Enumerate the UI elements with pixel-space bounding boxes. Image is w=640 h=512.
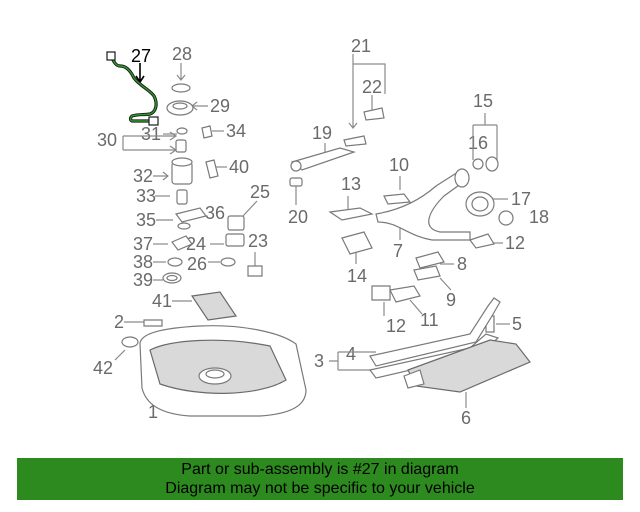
callout-15[interactable]: 15 <box>473 91 493 111</box>
callout-33[interactable]: 33 <box>136 186 156 206</box>
callout-29[interactable]: 29 <box>210 96 230 116</box>
banner-line-1: Part or sub-assembly is #27 in diagram <box>181 461 459 478</box>
callout-8[interactable]: 8 <box>457 254 467 274</box>
callout-35[interactable]: 35 <box>136 210 156 230</box>
callout-26[interactable]: 26 <box>187 254 207 274</box>
callout-13[interactable]: 13 <box>341 174 361 194</box>
callout-7[interactable]: 7 <box>393 241 403 261</box>
callout-38[interactable]: 38 <box>133 252 153 272</box>
part-frame-rails <box>368 297 531 393</box>
callout-14[interactable]: 14 <box>347 266 367 286</box>
part-fuel-tank <box>139 325 307 417</box>
callout-12-upper[interactable]: 12 <box>505 233 525 253</box>
callout-19[interactable]: 19 <box>312 123 332 143</box>
callout-41[interactable]: 41 <box>152 291 172 311</box>
callout-28[interactable]: 28 <box>172 44 192 64</box>
callout-21[interactable]: 21 <box>351 36 371 56</box>
callout-9[interactable]: 9 <box>446 290 456 310</box>
part-pump-assembly <box>121 83 263 348</box>
callout-17[interactable]: 17 <box>511 189 531 209</box>
callout-36[interactable]: 36 <box>205 203 225 223</box>
callout-labels: 27 28 29 30 31 34 32 40 33 25 35 36 37 2… <box>93 36 549 428</box>
callout-10[interactable]: 10 <box>389 155 409 175</box>
callout-4[interactable]: 4 <box>346 344 356 364</box>
callout-2[interactable]: 2 <box>114 312 124 332</box>
callout-18[interactable]: 18 <box>529 207 549 227</box>
part-filler-pipe <box>289 107 514 333</box>
callout-23[interactable]: 23 <box>248 231 268 251</box>
callout-6[interactable]: 6 <box>461 408 471 428</box>
callout-39[interactable]: 39 <box>133 270 153 290</box>
callout-25[interactable]: 25 <box>250 182 270 202</box>
callout-42[interactable]: 42 <box>93 358 113 378</box>
callout-40[interactable]: 40 <box>229 157 249 177</box>
callout-30[interactable]: 30 <box>97 130 117 150</box>
info-banner: Part or sub-assembly is #27 in diagram D… <box>17 458 623 500</box>
callout-16[interactable]: 16 <box>468 133 488 153</box>
callout-5[interactable]: 5 <box>512 314 522 334</box>
callout-3[interactable]: 3 <box>314 351 324 371</box>
part-27-hose[interactable] <box>106 51 159 126</box>
callout-11[interactable]: 11 <box>420 310 439 330</box>
callout-34[interactable]: 34 <box>226 121 246 141</box>
callout-32[interactable]: 32 <box>133 166 153 186</box>
callout-31[interactable]: 31 <box>141 124 161 144</box>
banner-line-2: Diagram may not be specific to your vehi… <box>165 480 475 497</box>
callout-1[interactable]: 1 <box>148 402 158 422</box>
callout-37[interactable]: 37 <box>133 234 153 254</box>
callout-27[interactable]: 27 <box>131 46 151 66</box>
callout-22[interactable]: 22 <box>362 77 382 97</box>
callout-12-lower[interactable]: 12 <box>386 316 406 336</box>
callout-24[interactable]: 24 <box>186 234 206 254</box>
leader-lines <box>114 54 510 408</box>
callout-20[interactable]: 20 <box>288 207 308 227</box>
